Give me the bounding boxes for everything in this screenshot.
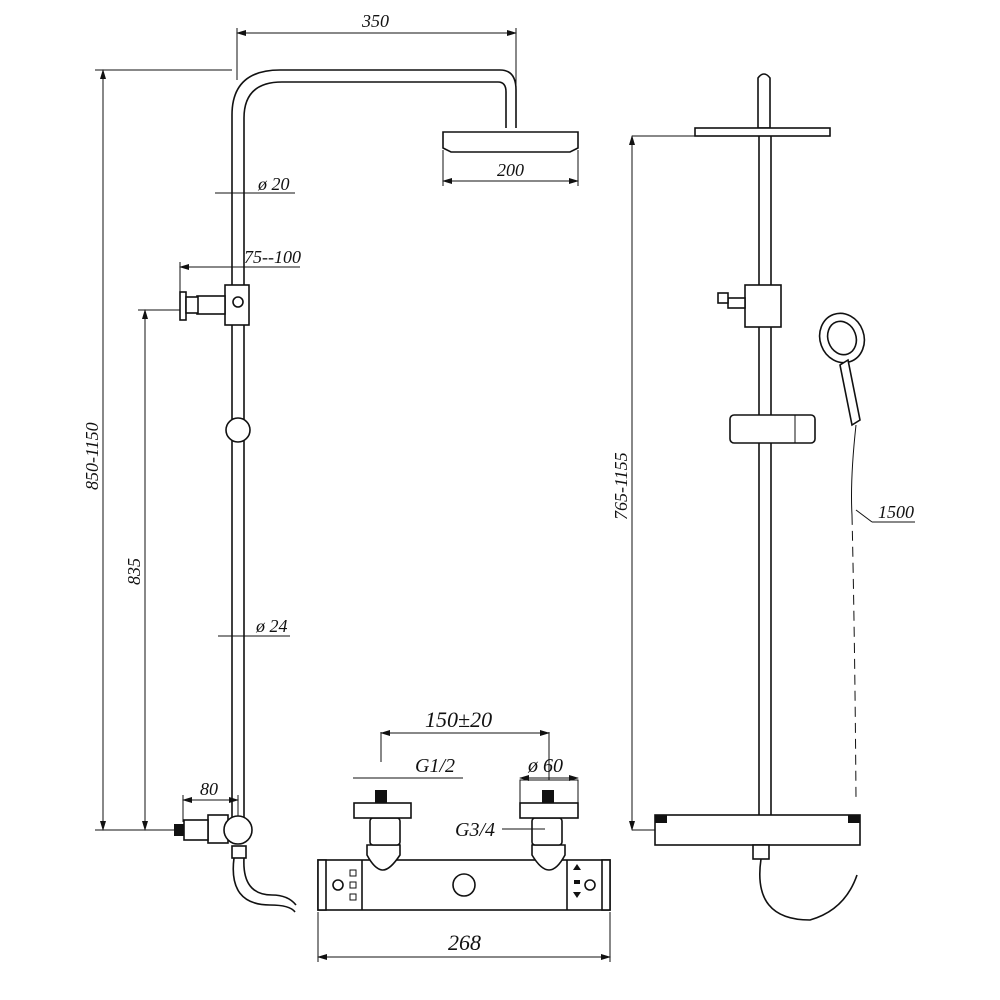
outlet: [452, 873, 476, 897]
dim-268: 268: [448, 930, 481, 955]
dim-1500: 1500: [878, 502, 914, 522]
dim-75-100: 75--100: [244, 247, 301, 267]
dim-850-1150: 850-1150: [82, 422, 102, 490]
dim-80: 80: [200, 779, 218, 799]
dim-d20: ø 20: [257, 174, 290, 194]
riser-pipe: [231, 69, 517, 820]
valve-body: [317, 859, 611, 911]
hand-shower: [818, 312, 866, 427]
dim-g1-2: G1/2: [415, 755, 455, 777]
dim-350: 350: [361, 11, 389, 31]
hose: [851, 424, 857, 516]
rain-head: [442, 131, 579, 153]
rain-head-plate: [694, 127, 831, 137]
dim-765-1155: 765-1155: [611, 452, 631, 520]
dim-835: 835: [124, 558, 144, 585]
valve-front-view: 150±20 G1/2 ø 60 G3/4 268: [317, 707, 611, 962]
slider: [729, 414, 816, 444]
wall-bracket: [224, 284, 250, 326]
dim-200: 200: [497, 160, 524, 180]
inlet-left: [353, 790, 412, 871]
dim-g3-4: G3/4: [455, 819, 495, 841]
side-view-right: 765-1155 1500: [611, 73, 915, 921]
side-view-left: 350 200 ø 20 75--100 850-1150 835 ø 24 8…: [82, 11, 579, 913]
hose: [232, 857, 296, 913]
inlet-right: [519, 779, 579, 871]
dim-150-20: 150±20: [425, 707, 492, 732]
dim-d24: ø 24: [255, 616, 288, 636]
valve-body-side: [654, 814, 861, 846]
wall-bracket: [744, 284, 782, 328]
dim-d60: ø 60: [527, 755, 563, 777]
adjust-ball: [225, 417, 251, 443]
